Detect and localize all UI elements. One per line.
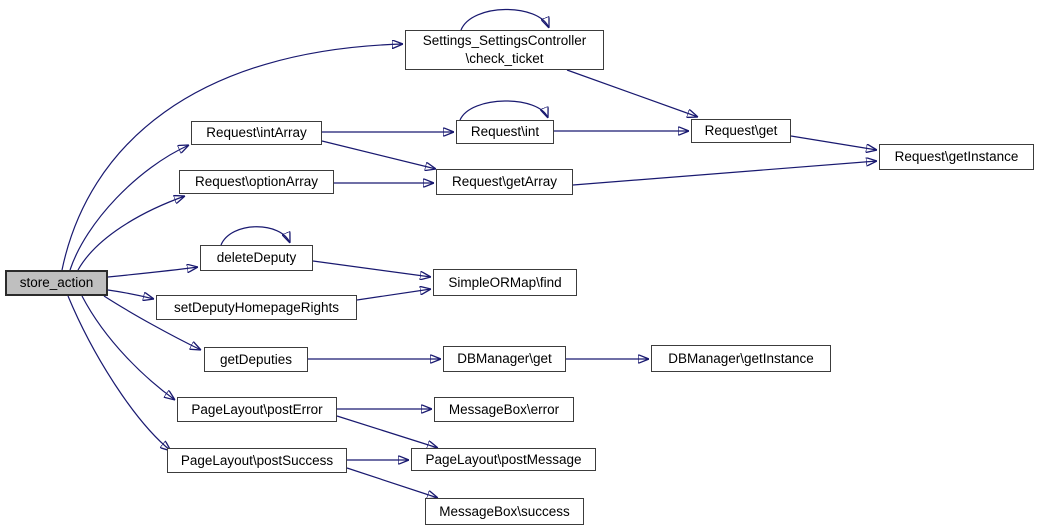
- edge-store-action-to-check-ticket: [61, 44, 403, 271]
- edge-check-ticket-to-request-get: [566, 69, 698, 117]
- node-message-box-success-label: MessageBox\success: [439, 503, 570, 519]
- node-page-layout-post-success-label: PageLayout\postSuccess: [180, 452, 334, 468]
- node-simple-or-map-find[interactable]: SimpleORMap\find: [433, 269, 577, 296]
- node-get-deputies[interactable]: getDeputies: [204, 347, 308, 372]
- edge-store-action-to-get-deputies: [103, 295, 201, 350]
- node-request-int-array-label: Request\intArray: [206, 125, 307, 141]
- edge-delete-deputy-to-simple-or-map-find: [312, 260, 431, 277]
- node-request-int[interactable]: Request\int: [456, 120, 554, 144]
- node-request-int-label: Request\int: [470, 124, 540, 140]
- node-request-option-array[interactable]: Request\optionArray: [179, 170, 334, 194]
- node-request-get-instance[interactable]: Request\getInstance: [879, 144, 1034, 170]
- edge-delete-deputy-self-loop: [220, 226, 290, 246]
- node-delete-deputy-label: deleteDeputy: [216, 250, 297, 266]
- edge-set-deputy-homepage-rights-to-simple-or-map-find: [356, 289, 431, 301]
- edge-store-action-to-delete-deputy: [107, 267, 198, 278]
- node-message-box-error[interactable]: MessageBox\error: [434, 397, 574, 422]
- node-db-manager-get[interactable]: DBManager\get: [443, 346, 566, 372]
- node-page-layout-post-error-label: PageLayout\postError: [191, 401, 323, 417]
- edge-request-get-array-to-request-get-instance: [572, 161, 877, 186]
- node-db-manager-get-instance-label: DBManager\getInstance: [668, 350, 814, 366]
- node-request-get-array[interactable]: Request\getArray: [436, 169, 573, 195]
- edge-store-action-to-page-layout-post-error: [81, 295, 175, 400]
- node-page-layout-post-message-label: PageLayout\postMessage: [425, 451, 582, 467]
- edge-store-action-to-request-int-array: [69, 145, 189, 271]
- edge-request-int-self-loop: [459, 100, 548, 121]
- node-db-manager-get-label: DBManager\get: [457, 351, 552, 367]
- node-db-manager-get-instance[interactable]: DBManager\getInstance: [651, 345, 831, 372]
- node-get-deputies-label: getDeputies: [219, 351, 293, 367]
- edge-page-layout-post-error-to-page-layout-post-message: [336, 415, 438, 448]
- edge-store-action-to-set-deputy-homepage-rights: [107, 289, 154, 299]
- node-check-ticket-line1: Settings_SettingsController: [422, 33, 587, 49]
- edge-store-action-to-page-layout-post-success: [67, 295, 171, 451]
- node-request-get[interactable]: Request\get: [691, 119, 791, 143]
- node-page-layout-post-message[interactable]: PageLayout\postMessage: [411, 448, 596, 471]
- node-page-layout-post-success[interactable]: PageLayout\postSuccess: [167, 448, 347, 473]
- node-set-deputy-homepage-rights-label: setDeputyHomepageRights: [173, 299, 340, 315]
- edge-check-ticket-self-loop: [460, 8, 549, 31]
- edge-page-layout-post-success-to-message-box-success: [346, 467, 438, 498]
- edge-store-action-to-request-option-array: [77, 196, 185, 271]
- node-request-int-array[interactable]: Request\intArray: [191, 121, 322, 145]
- node-message-box-success[interactable]: MessageBox\success: [425, 498, 584, 525]
- node-simple-or-map-find-label: SimpleORMap\find: [448, 274, 562, 290]
- node-request-get-array-label: Request\getArray: [451, 174, 558, 190]
- edge-request-get-to-request-get-instance: [790, 135, 877, 150]
- node-store-action-label: store_action: [19, 275, 94, 291]
- node-page-layout-post-error[interactable]: PageLayout\postError: [177, 397, 337, 422]
- node-request-option-array-label: Request\optionArray: [194, 174, 319, 190]
- node-settings-settingscontroller-check-ticket[interactable]: Settings_SettingsController \check_ticke…: [405, 30, 604, 70]
- node-set-deputy-homepage-rights[interactable]: setDeputyHomepageRights: [156, 295, 357, 320]
- node-check-ticket-line2: \check_ticket: [465, 51, 544, 66]
- node-store-action[interactable]: store_action: [5, 270, 108, 296]
- node-request-get-instance-label: Request\getInstance: [894, 149, 1019, 165]
- node-request-get-label: Request\get: [704, 123, 778, 139]
- node-delete-deputy[interactable]: deleteDeputy: [200, 245, 313, 271]
- edge-request-int-array-to-request-get-array: [321, 140, 436, 169]
- node-message-box-error-label: MessageBox\error: [448, 401, 560, 417]
